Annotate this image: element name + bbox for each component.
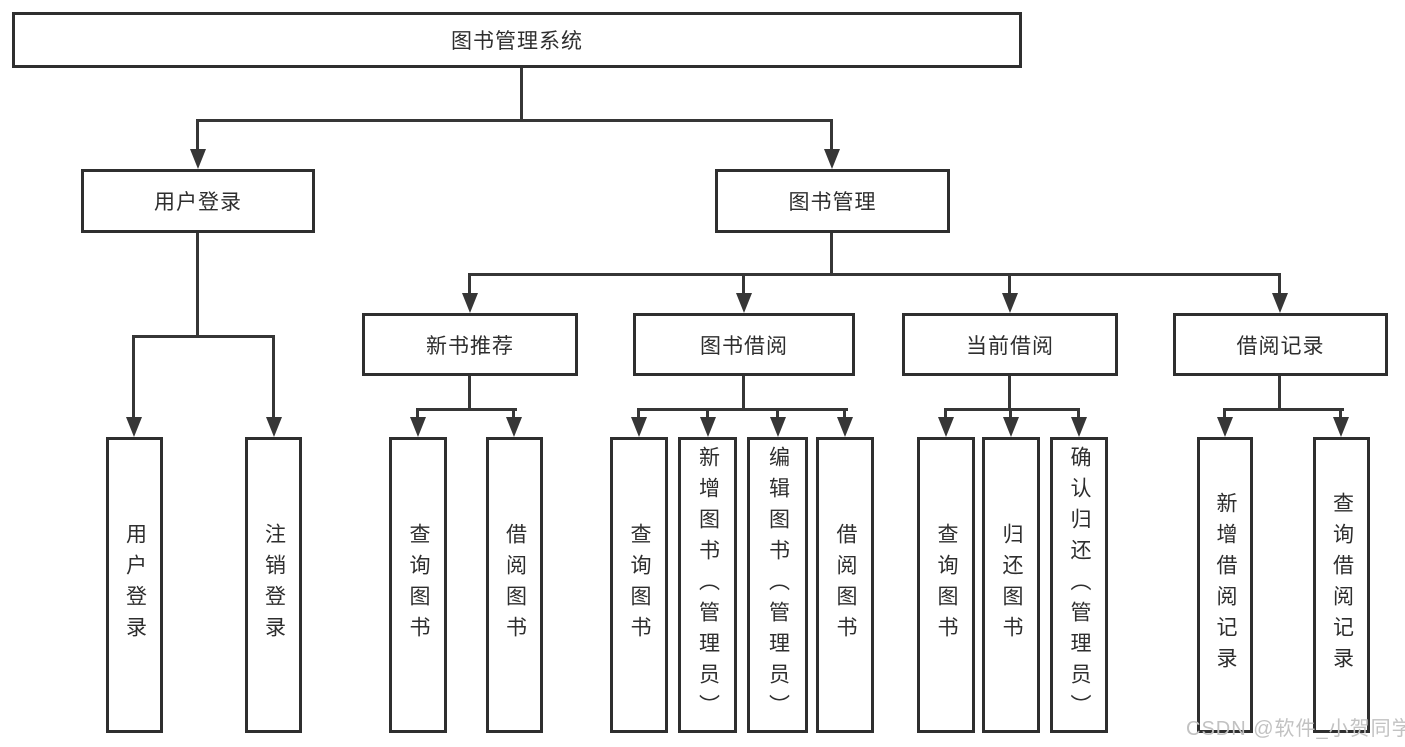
leaf-nb-borrow-books: 借阅图书 — [486, 437, 543, 733]
arrowhead-to-borrow-records — [1272, 293, 1288, 313]
connector-to-bb-borrow — [843, 408, 846, 419]
leaf-rec-add-record: 新增借阅记录 — [1197, 437, 1253, 733]
leaf-label: 新增借阅记录 — [1214, 492, 1237, 678]
arrowhead-to-bb-add — [700, 417, 716, 437]
arrowhead-to-book-borrow — [736, 293, 752, 313]
leaf-label: 查询图书 — [935, 523, 958, 647]
connector-to-leaf-login — [132, 335, 135, 419]
arrowhead-to-leaf-logout — [266, 417, 282, 437]
connector-borrow-stem — [742, 376, 745, 408]
node-borrow-records: 借阅记录 — [1173, 313, 1388, 376]
arrowhead-to-leaf-login — [126, 417, 142, 437]
leaf-label: 新增图书（管理员） — [696, 445, 720, 725]
leaf-label: 用户登录 — [123, 523, 147, 647]
leaf-label: 借阅图书 — [834, 523, 857, 647]
leaf-label: 查询借阅记录 — [1330, 492, 1354, 678]
leaf-cb-confirm-return-admin: 确认归还（管理员） — [1050, 437, 1108, 733]
leaf-label: 确认归还（管理员） — [1068, 445, 1091, 725]
arrowhead-to-cb-query — [938, 417, 954, 437]
leaf-label: 查询图书 — [628, 523, 651, 647]
arrowhead-to-rec-query — [1333, 417, 1349, 437]
leaf-bb-borrow-books: 借阅图书 — [816, 437, 874, 733]
leaf-rec-query-record: 查询借阅记录 — [1313, 437, 1370, 733]
connector-login-bus — [132, 335, 274, 338]
connector-to-book-borrow — [742, 273, 745, 295]
connector-to-cb-query — [944, 408, 947, 419]
node-label: 新书推荐 — [426, 334, 514, 358]
leaf-user-login: 用户登录 — [106, 437, 163, 733]
leaf-cb-return-books: 归还图书 — [982, 437, 1040, 733]
connector-to-nb-query — [416, 408, 419, 419]
connector-to-rec-add — [1223, 408, 1226, 419]
connector-to-leaf-logout — [272, 335, 275, 419]
arrowhead-to-cb-confirm — [1071, 417, 1087, 437]
node-label: 用户登录 — [154, 191, 242, 214]
arrowhead-to-rec-add — [1217, 417, 1233, 437]
node-label: 当前借阅 — [966, 334, 1054, 358]
connector-to-borrow-records — [1278, 273, 1281, 295]
connector-to-nb-borrow — [512, 408, 515, 419]
leaf-bb-add-books-admin: 新增图书（管理员） — [678, 437, 737, 733]
node-book-mgmt: 图书管理 — [715, 169, 950, 233]
arrowhead-to-bb-query — [631, 417, 647, 437]
connector-to-cb-return — [1009, 408, 1012, 419]
arrowhead-to-bb-edit — [770, 417, 786, 437]
leaf-label: 借阅图书 — [503, 523, 527, 647]
connector-to-bb-edit — [776, 408, 779, 419]
node-book-borrow: 图书借阅 — [633, 313, 855, 376]
leaf-cb-query-books: 查询图书 — [917, 437, 975, 733]
connector-login-stem — [196, 233, 199, 335]
connector-to-rec-query — [1339, 408, 1342, 419]
arrowhead-to-nb-query — [410, 417, 426, 437]
node-label: 图书借阅 — [700, 334, 788, 358]
connector-to-current-borrow — [1008, 273, 1011, 295]
connector-mgmt-stem — [830, 233, 833, 273]
arrowhead-to-nb-borrow — [506, 417, 522, 437]
leaf-nb-query-books: 查询图书 — [389, 437, 447, 733]
leaf-bb-query-books: 查询图书 — [610, 437, 668, 733]
connector-to-new-books — [468, 273, 471, 295]
node-current-borrow: 当前借阅 — [902, 313, 1118, 376]
node-library-system-root: 图书管理系统 — [12, 12, 1022, 68]
leaf-bb-edit-books-admin: 编辑图书（管理员） — [747, 437, 808, 733]
connector-to-bb-query — [637, 408, 640, 419]
node-user-login: 用户登录 — [81, 169, 315, 233]
arrowhead-to-cb-return — [1003, 417, 1019, 437]
leaf-label: 注销登录 — [262, 523, 286, 647]
connector-root-stem — [520, 68, 523, 119]
connector-current-bus — [944, 408, 1080, 411]
arrowhead-to-book-mgmt — [824, 149, 840, 169]
connector-to-user-login — [196, 119, 199, 151]
connector-records-bus — [1223, 408, 1344, 411]
node-label: 图书管理系统 — [451, 30, 583, 53]
connector-borrow-bus — [637, 408, 848, 411]
connector-mgmt-bus — [468, 273, 1281, 276]
connector-newbooks-bus — [416, 408, 517, 411]
csdn-watermark: CSDN @软件_小贺同学 — [1186, 718, 1405, 740]
leaf-label: 编辑图书（管理员） — [766, 445, 790, 725]
leaf-logout: 注销登录 — [245, 437, 302, 733]
node-label: 图书管理 — [788, 191, 877, 214]
arrowhead-to-bb-borrow — [837, 417, 853, 437]
connector-records-stem — [1278, 376, 1281, 408]
node-new-book-recommend: 新书推荐 — [362, 313, 578, 376]
arrowhead-to-user-login — [190, 149, 206, 169]
connector-current-stem — [1008, 376, 1011, 408]
leaf-label: 归还图书 — [1000, 523, 1023, 647]
connector-root-bus — [196, 119, 833, 122]
leaf-label: 查询图书 — [407, 523, 430, 647]
connector-to-book-mgmt — [830, 119, 833, 151]
connector-to-cb-confirm — [1077, 408, 1080, 419]
connector-newbooks-stem — [468, 376, 471, 408]
node-label: 借阅记录 — [1236, 334, 1325, 358]
arrowhead-to-new-books — [462, 293, 478, 313]
arrowhead-to-current-borrow — [1002, 293, 1018, 313]
connector-to-bb-add — [706, 408, 709, 419]
